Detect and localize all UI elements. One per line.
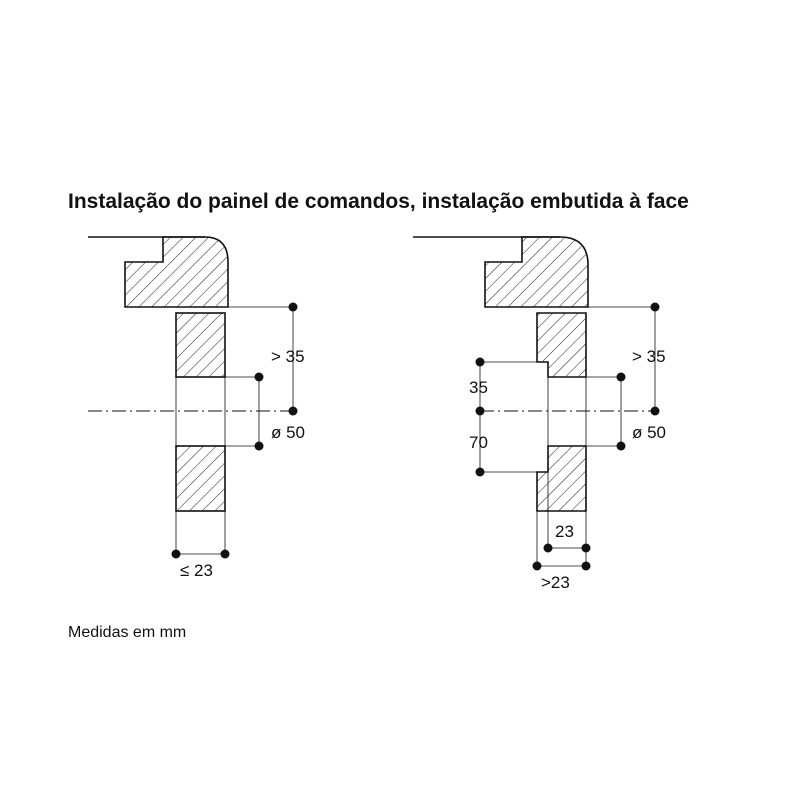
right-dim-35: 35 xyxy=(469,378,488,397)
right-dim-edge: > 35 xyxy=(632,347,666,366)
right-dim-gt23: >23 xyxy=(541,573,570,592)
right-panel-upper xyxy=(536,312,587,378)
right-dim-70: 70 xyxy=(469,433,488,452)
right-panel-lower xyxy=(536,445,587,512)
left-dim-hole: ø 50 xyxy=(271,423,305,442)
diagram-title: Instalação do painel de comandos, instal… xyxy=(68,190,689,213)
left-dim-thickness: ≤ 23 xyxy=(180,561,213,580)
left-countertop-section xyxy=(124,236,229,308)
right-dim-hole: ø 50 xyxy=(632,423,666,442)
right-countertop-section xyxy=(484,236,589,308)
left-panel-upper xyxy=(175,312,226,378)
right-dim-23: 23 xyxy=(555,522,574,541)
left-dim-edge: > 35 xyxy=(271,347,305,366)
left-diagram: > 35 ø 50 ≤ 23 xyxy=(88,236,305,580)
right-diagram: > 35 ø 50 35 70 23 >23 xyxy=(413,236,666,592)
left-panel-lower xyxy=(175,445,226,512)
units-note: Medidas em mm xyxy=(68,624,187,641)
